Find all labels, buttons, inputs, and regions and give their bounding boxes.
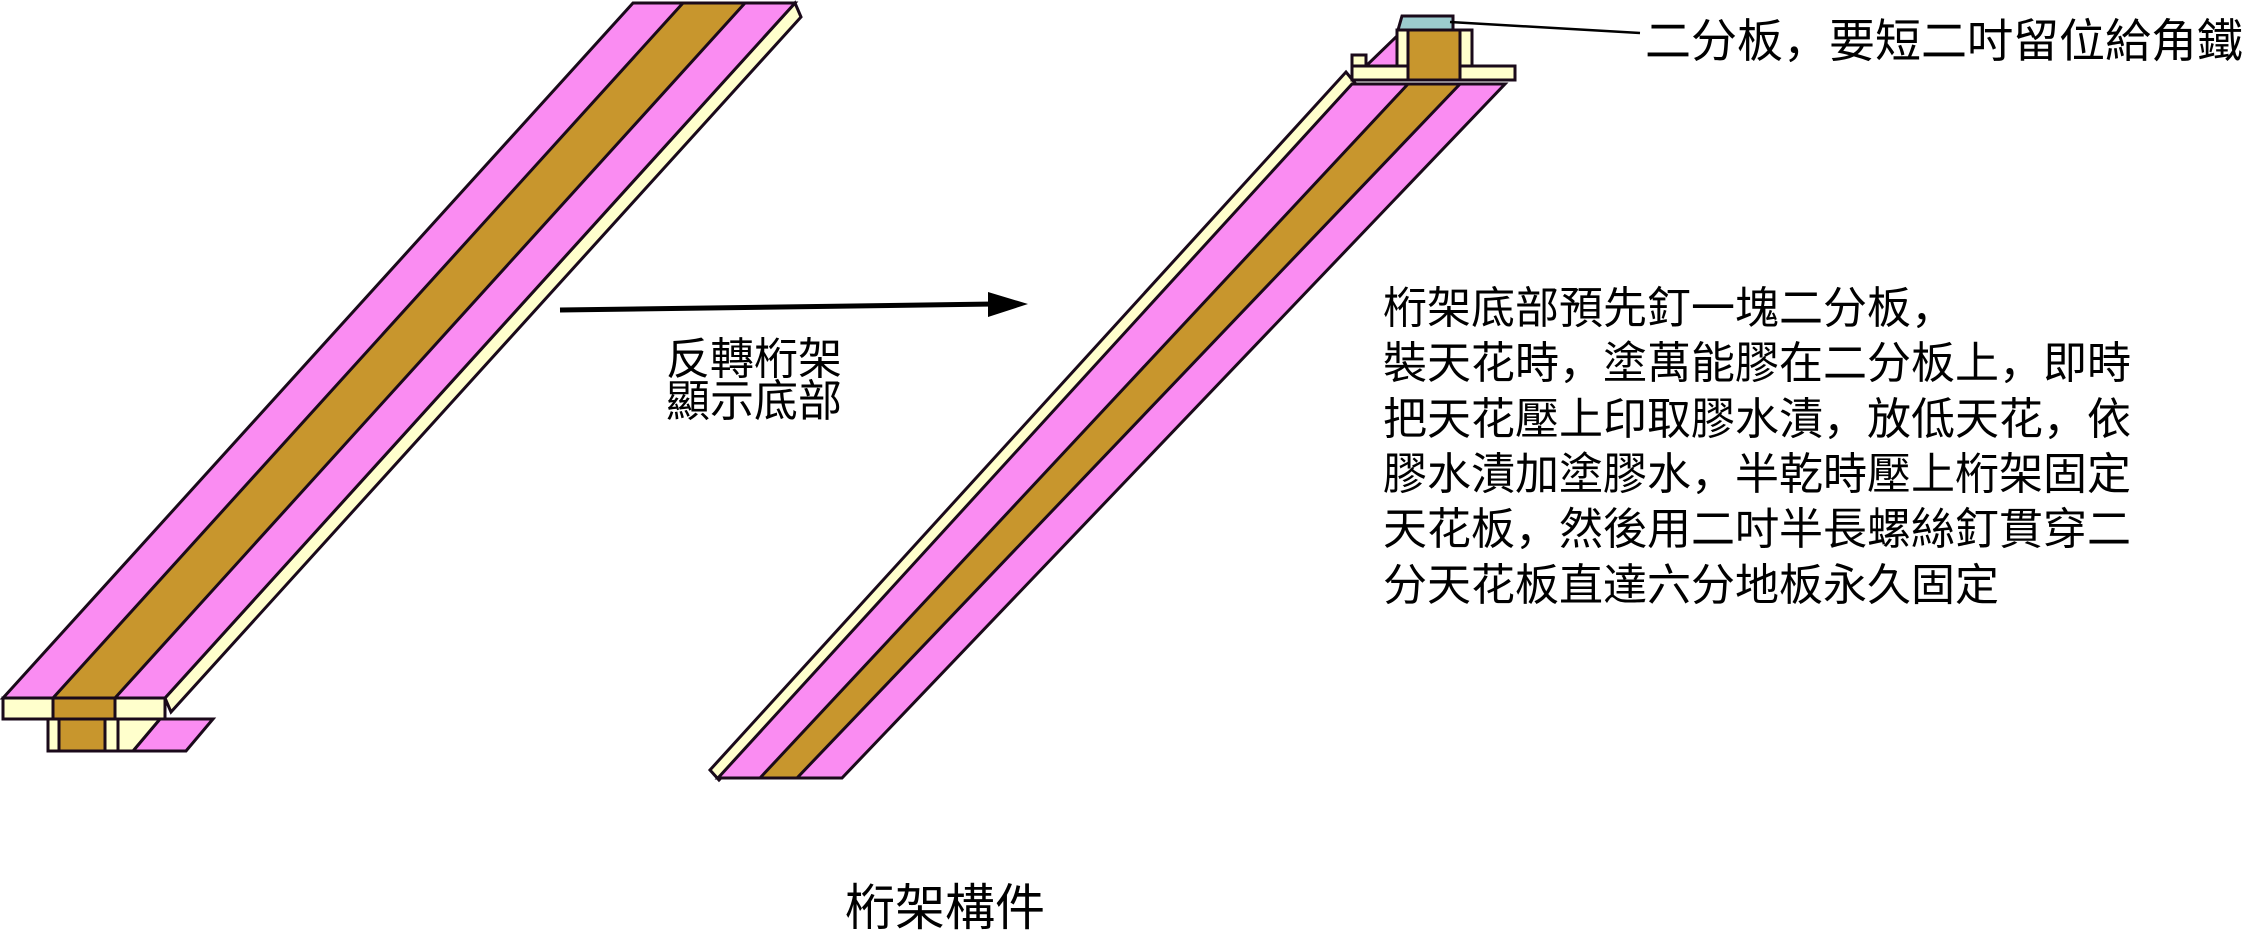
flip-arrow-label-line1: 反轉桁架: [666, 335, 842, 384]
right-beam-top-corner: [1362, 32, 1399, 68]
left-beam-web-end-top: [51, 696, 117, 721]
two-fen-board: [1396, 14, 1455, 32]
right-beam-web-liner-right: [1458, 28, 1474, 68]
instruction-line-4: 膠水漬加塗膠水，半乾時壓上桁架固定: [1383, 450, 2131, 499]
instruction-line-3: 把天花壓上印取膠水漬，放低天花，依: [1383, 395, 2131, 444]
right-beam-edge-strip: [707, 69, 1357, 783]
truss-bottom-view: [707, 14, 1517, 783]
flip-arrow: 反轉桁架 顯示底部: [559, 292, 1028, 426]
instruction-paragraph: 桁架底部預先釘一塊二分板， 裝天花時，塗萬能膠在二分板上，即時 把天花壓上印取膠…: [1383, 284, 2131, 610]
board-annotation-group: 二分板，要短二吋留位給角鐵: [1449, 16, 2243, 67]
right-beam-web-stripe: [756, 82, 1464, 780]
left-beam-web-end: [57, 717, 107, 753]
right-beam-edge-strip-end: [1350, 53, 1368, 68]
annotation-leader-line: [1449, 20, 1641, 35]
right-beam-web-liner-left: [1395, 28, 1410, 68]
right-beam-web-end: [1406, 28, 1462, 82]
instruction-line-6: 分天花板直達六分地板永久固定: [1383, 561, 1999, 610]
instruction-line-5: 天花板，然後用二吋半長螺絲釘貫穿二: [1383, 505, 2131, 554]
truss-top-view: [0, 0, 803, 753]
flip-arrow-head: [988, 292, 1028, 317]
board-annotation: 二分板，要短二吋留位給角鐵: [1645, 16, 2243, 67]
left-beam-web-liner-right: [103, 717, 120, 753]
left-beam-web-liner-left: [46, 717, 61, 753]
flip-arrow-label-line2: 顯示底部: [666, 377, 842, 426]
left-beam-web-stripe: [49, 1, 749, 700]
instruction-line-2: 裝天花時，塗萬能膠在二分板上，即時: [1383, 339, 2131, 388]
diagram-caption: 桁架構件: [845, 880, 1045, 936]
flip-arrow-line: [559, 301, 995, 313]
instruction-line-1: 桁架底部預先釘一塊二分板，: [1383, 284, 1955, 333]
